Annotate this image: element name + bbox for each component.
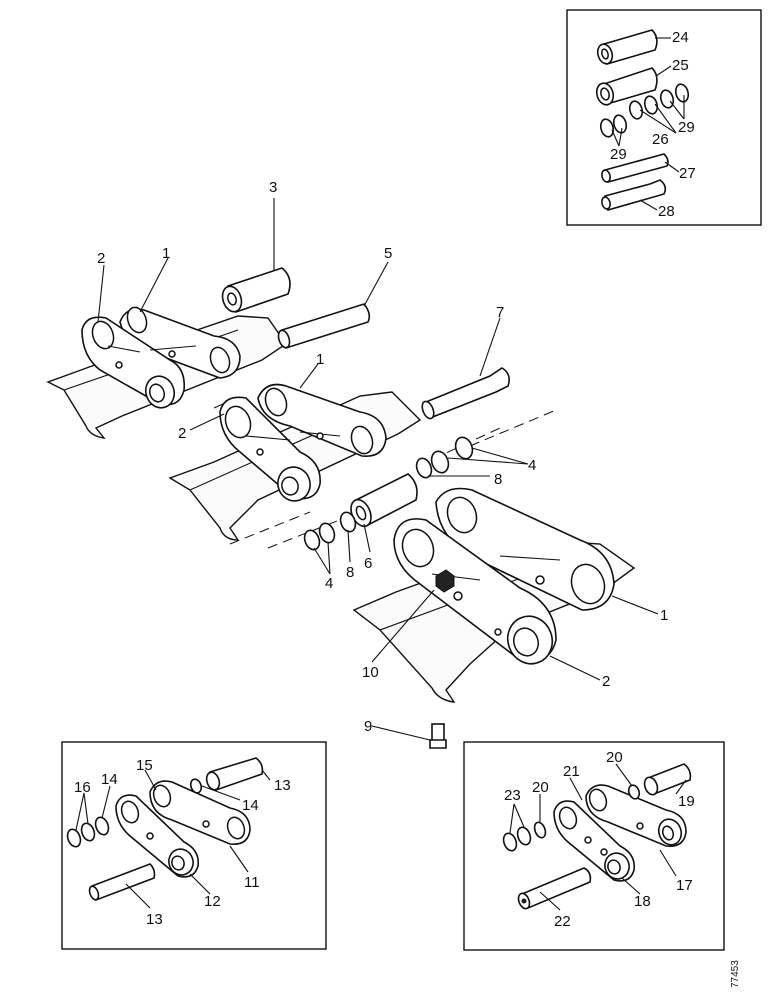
bushing-19 — [643, 763, 692, 796]
inset-box-top-right — [566, 9, 762, 226]
callout-12: 12 — [204, 893, 221, 910]
inset-box-bottom-left — [61, 741, 327, 950]
callout-6: 6 — [364, 555, 372, 572]
callout-13-upper: 13 — [274, 777, 291, 794]
callout-8-left: 8 — [346, 564, 354, 581]
link-assembly-inset-left — [115, 778, 251, 878]
callout-1-middle: 1 — [316, 351, 324, 368]
callout-22: 22 — [554, 913, 571, 930]
callout-18: 18 — [634, 893, 651, 910]
callout-16: 16 — [74, 779, 91, 796]
callout-26: 26 — [652, 131, 669, 148]
seal-rings-14-16 — [66, 816, 110, 848]
callout-25: 25 — [672, 57, 689, 74]
inset-box-bottom-right — [463, 741, 725, 951]
callout-4-left: 4 — [325, 575, 333, 592]
callout-5: 5 — [384, 245, 392, 262]
callout-21: 21 — [563, 763, 580, 780]
callout-17: 17 — [676, 877, 693, 894]
callout-13-lower: 13 — [146, 911, 163, 928]
bushing-25 — [595, 67, 658, 106]
callout-20-left: 20 — [532, 779, 549, 796]
callout-1-upper: 1 — [162, 245, 170, 262]
pin-13-lower — [88, 863, 156, 902]
bushing-6 — [350, 473, 418, 528]
callout-19: 19 — [678, 793, 695, 810]
callout-9: 9 — [364, 718, 372, 735]
bushing-24 — [596, 29, 658, 66]
seal-rings-4-8-left — [303, 511, 357, 551]
callout-15: 15 — [136, 757, 153, 774]
pin-27 — [601, 153, 669, 183]
callout-2-upper: 2 — [97, 250, 105, 267]
figure-reference: 77453 — [730, 960, 741, 988]
callout-2-lower: 2 — [602, 673, 610, 690]
callout-1-lower: 1 — [660, 607, 668, 624]
callout-24: 24 — [672, 29, 689, 46]
callout-27: 27 — [679, 165, 696, 182]
callout-23: 23 — [504, 787, 521, 804]
callout-8-right: 8 — [494, 471, 502, 488]
callout-3: 3 — [269, 179, 277, 196]
callout-14-left: 14 — [101, 771, 118, 788]
callout-4-right: 4 — [528, 457, 536, 474]
link-assembly-middle — [219, 383, 387, 502]
callout-29-left: 29 — [610, 146, 627, 163]
link-assembly-inset-right — [553, 784, 687, 882]
bolt-9 — [429, 723, 447, 749]
pin-28 — [601, 179, 667, 212]
callout-11: 11 — [244, 874, 260, 891]
pin-7 — [421, 367, 510, 420]
callout-14-right: 14 — [242, 797, 259, 814]
callout-28: 28 — [658, 203, 675, 220]
link-assembly-upper — [81, 306, 241, 409]
callout-2-middle: 2 — [178, 425, 186, 442]
seal-rings-4-8-right — [415, 436, 474, 479]
seal-rings-26-29 — [599, 83, 690, 138]
pin-22 — [517, 867, 592, 910]
callout-29-right: 29 — [678, 119, 695, 136]
callout-10: 10 — [362, 664, 379, 681]
pin-5 — [277, 303, 371, 350]
bushing-13-upper — [205, 757, 264, 792]
link-assembly-lower — [393, 487, 615, 665]
callout-7: 7 — [496, 304, 504, 321]
bushing-3 — [221, 267, 291, 314]
callout-20-right: 20 — [606, 749, 623, 766]
